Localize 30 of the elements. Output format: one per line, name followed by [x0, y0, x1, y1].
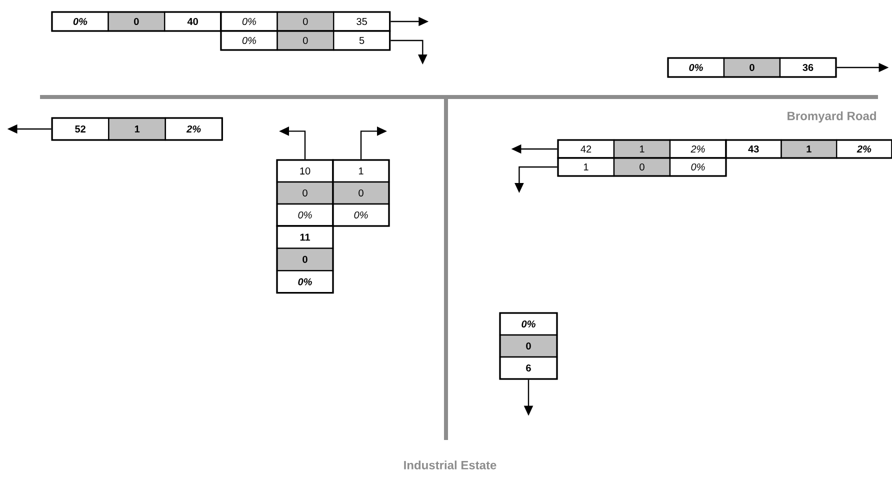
count-table	[220, 11, 391, 32]
table-cell: 1	[613, 139, 671, 159]
table-cell: 0%	[276, 203, 334, 227]
table-cell: 0	[613, 157, 671, 177]
table-cell: 0	[276, 181, 334, 205]
table-cell: 2%	[164, 117, 223, 141]
table-cell: 0%	[276, 270, 334, 294]
road-name: Industrial Estate	[404, 460, 496, 470]
table-cell: 5	[333, 30, 390, 51]
count-table	[220, 30, 391, 51]
table-cell: 40	[164, 11, 222, 32]
table-cell: 0	[276, 248, 334, 272]
table-cell: 0	[332, 181, 390, 205]
table-cell: 35	[333, 11, 390, 32]
count-table	[557, 157, 727, 177]
count-table	[499, 312, 558, 380]
count-table	[51, 11, 222, 32]
table-cell: 0%	[332, 203, 390, 227]
count-table	[667, 57, 837, 78]
table-cell: 0	[723, 57, 781, 78]
table-cell: 0	[499, 334, 558, 358]
road-name: Bromyard Road	[788, 111, 876, 123]
count-table	[276, 159, 334, 227]
table-cell: 1	[108, 117, 166, 141]
count-table	[557, 139, 727, 159]
count-table	[51, 117, 223, 141]
count-table	[725, 139, 892, 159]
count-table	[276, 225, 334, 294]
table-cell: 6	[499, 356, 558, 380]
count-table	[332, 159, 390, 227]
